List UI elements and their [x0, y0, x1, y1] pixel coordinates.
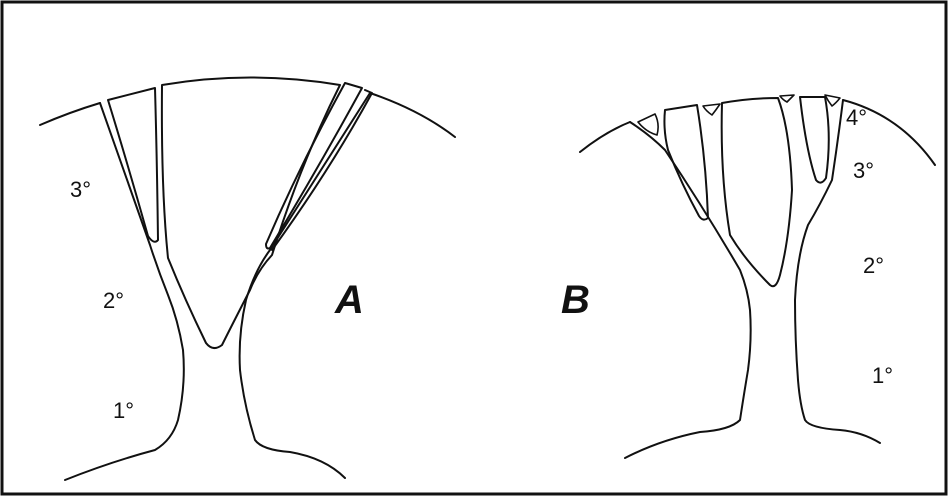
panel-a-letter: A: [335, 280, 364, 320]
panel-b-branch-left: [664, 105, 708, 220]
panel-b-label-quaternary: 4°: [846, 107, 867, 129]
panel-a-label-primary: 1°: [113, 400, 134, 422]
panel-b-label-secondary: 2°: [863, 255, 884, 277]
panel-a-left-contour: [65, 103, 184, 480]
panel-b-quaternary-3: [780, 95, 794, 102]
panel-a-branch-right-1: [266, 83, 362, 249]
panel-b-branch-right: [800, 97, 829, 183]
panel-b-left-contour: [625, 122, 751, 458]
panel-a-label-secondary: 2°: [103, 290, 124, 312]
panel-a-branch-left: [108, 88, 158, 242]
panel-a-surface-arc: [40, 103, 100, 125]
panel-b-letter: B: [561, 280, 590, 320]
panel-a-surface-arc-right: [370, 93, 455, 137]
panel-b-quaternary-4: [825, 95, 840, 106]
panel-b-quaternary-2: [703, 104, 720, 115]
panel-a-branch-center: [162, 78, 340, 349]
panel-b-label-primary: 1°: [872, 365, 893, 387]
panel-a-label-tertiary: 3°: [70, 179, 91, 201]
panel-a-drawing: [40, 78, 455, 481]
panel-b-quaternary-1: [638, 114, 658, 135]
panel-b-label-tertiary: 3°: [853, 160, 874, 182]
panel-b-surface-arc-left: [580, 122, 630, 152]
